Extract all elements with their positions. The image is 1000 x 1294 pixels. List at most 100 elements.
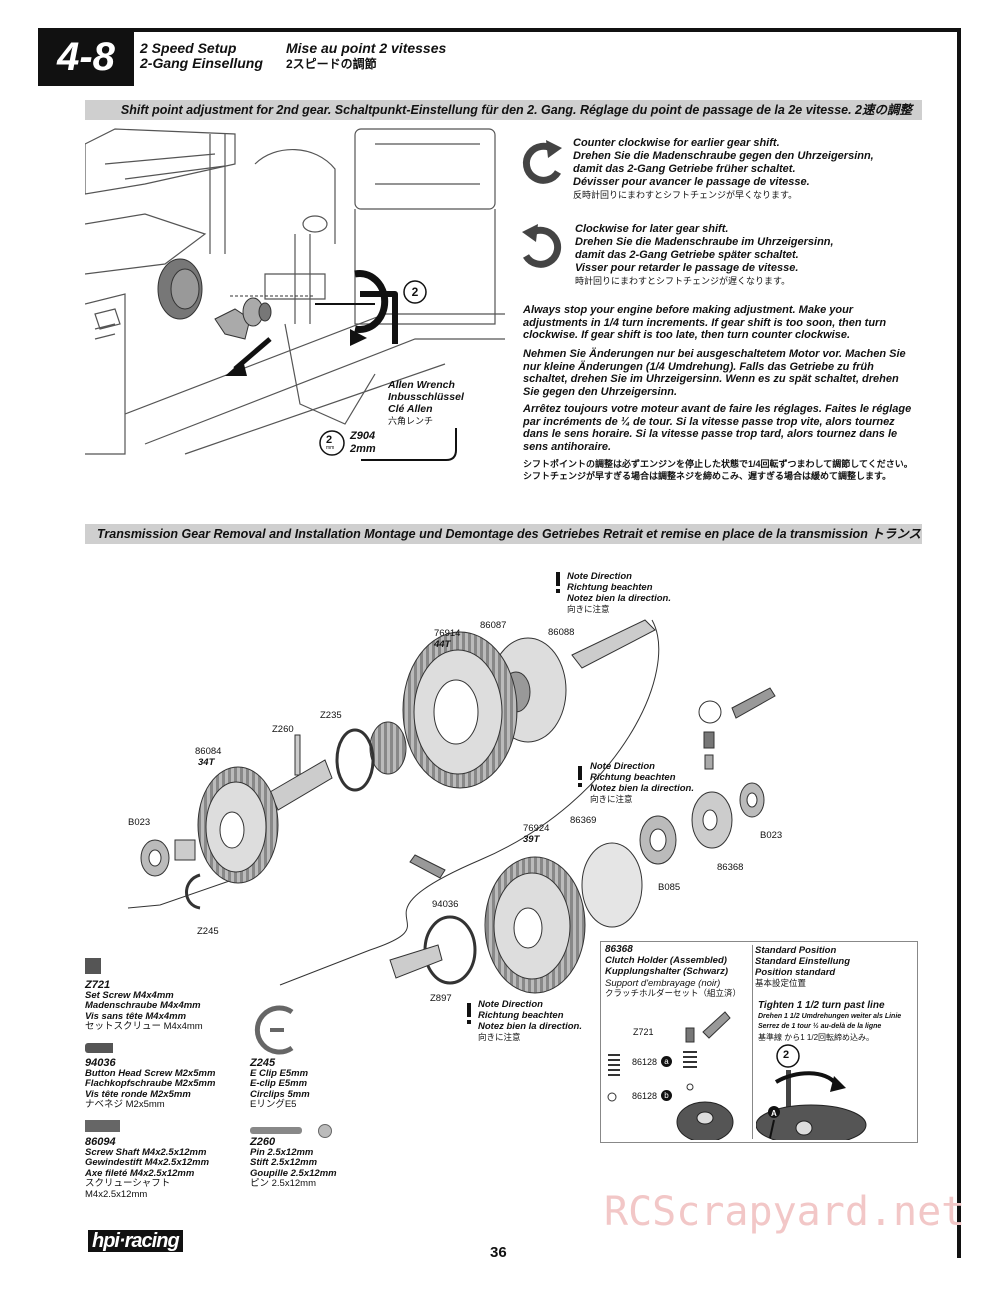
standard-de: Standard Einstellung (755, 956, 851, 967)
note-3-de: Richtung beachten (478, 1010, 564, 1021)
clutch-de: Kupplungshalter (Schwarz) (605, 966, 728, 977)
part-86087: 86087 (480, 620, 507, 631)
part-z245: Z245 (197, 926, 219, 937)
key-code: Z260 (250, 1136, 276, 1148)
spring-a-tag: a (661, 1056, 672, 1067)
key-z245: Z245 E Clip E5mm E-clip E5mm Circlips 5m… (250, 1058, 370, 1111)
key-line-1: Pin 2.5x12mm (250, 1146, 314, 1158)
key-line-2: Stift 2.5x12mm (250, 1157, 318, 1168)
note-1-en: Note Direction (567, 571, 632, 582)
part-34t: 34T (198, 757, 215, 768)
clutch-detail-box (600, 941, 918, 1143)
clutch-assembly-drawing (607, 1011, 734, 1140)
clutch-en: Clutch Holder (Assembled) (605, 955, 727, 966)
clutch-code: 86368 (605, 944, 633, 955)
e-clip-icon (254, 1005, 294, 1055)
header-rule (38, 28, 960, 32)
key-line-4: ピン 2.5x12mm (250, 1178, 316, 1189)
page-number: 36 (490, 1244, 507, 1261)
instructions-en: Always stop your engine before making ad… (523, 304, 887, 342)
cw-jp: 時計回りにまわすとシフトチェンジが遅くなります。 (575, 276, 791, 286)
key-line-2: E-clip E5mm (250, 1078, 308, 1089)
right-rule (957, 28, 961, 1258)
part-39t: 39T (523, 834, 540, 845)
note-3-jp: 向きに注意 (478, 1032, 521, 1042)
part-86368: 86368 (717, 862, 744, 873)
wrench-badge-unit: mm (326, 445, 335, 451)
key-line-4: スクリューシャフト M4x2.5x12mm (85, 1178, 171, 1200)
part-b023-right: B023 (760, 830, 783, 841)
key-line-1: Button Head Screw M2x5mm (85, 1067, 216, 1079)
button-head-screw-icon (85, 1043, 113, 1053)
note-1-fr: Notez bien la direction. (567, 593, 671, 604)
part-76924: 76924 (523, 823, 550, 834)
ccw-jp: 反時計回りにまわすとシフトチェンジが早くなります。 (573, 190, 798, 200)
shift-adjust-illustration: 2 (85, 128, 505, 455)
key-line-1: E Clip E5mm (250, 1067, 309, 1079)
wrench-size: 2mm (350, 443, 376, 455)
note-2-en: Note Direction (590, 761, 655, 772)
key-line-4: EリングE5 (250, 1099, 297, 1110)
line-mark-a: A (771, 1109, 777, 1118)
tighten-en: Tighten 1 1/2 turn past line (758, 1000, 885, 1011)
cw-de-2: damit das 2-Gang Getriebe später schalte… (575, 249, 799, 261)
ccw-de-1: Drehen Sie die Madenschraube gegen den U… (573, 150, 874, 162)
detail-divider (752, 945, 753, 1139)
part-b023-left: B023 (128, 817, 151, 828)
clockwise-icon (522, 224, 562, 268)
cw-de-1: Drehen Sie die Madenschraube im Uhrzeige… (575, 236, 834, 248)
key-line-3: Circlips 5mm (250, 1088, 310, 1100)
standard-position-drawing (756, 1044, 867, 1140)
key-94036: 94036 Button Head Screw M2x5mm Flachkopf… (85, 1058, 225, 1111)
key-line-3: Goupille 2.5x12mm (250, 1167, 337, 1179)
key-line-2: Gewindestift M4x2.5x12mm (85, 1157, 210, 1168)
set-screw-icon (85, 958, 101, 974)
key-86094: 86094 Screw Shaft M4x2.5x12mm Gewindesti… (85, 1137, 235, 1200)
title-de: 2-Gang Einsellung (140, 55, 263, 71)
counter-clockwise-icon (522, 140, 562, 184)
standard-jp: 基本設定位置 (755, 978, 807, 988)
key-line-4: ナベネジ M2x5mm (85, 1099, 165, 1110)
instructions-fr: Arrêtez toujours votre moteur avant de f… (523, 403, 912, 453)
standard-badge: 2 (783, 1049, 790, 1061)
key-code: 86094 (85, 1136, 116, 1148)
part-86088: 86088 (548, 627, 575, 638)
key-code: Z721 (85, 979, 111, 991)
title-en: 2 Speed Setup (140, 40, 237, 56)
key-z721: Z721 Set Screw M4x4mm Madenschraube M4x4… (85, 980, 225, 1033)
key-z260: Z260 Pin 2.5x12mm Stift 2.5x12mm Goupill… (250, 1137, 370, 1190)
step-number: 4-8 (38, 28, 134, 86)
note-3-en: Note Direction (478, 999, 543, 1010)
illus-badge-2mm: 2 (412, 285, 419, 299)
watermark: RCScrapyard.net (604, 1189, 966, 1235)
ccw-fr: Dévisser pour avancer le passage de vite… (573, 176, 810, 188)
note-1-de: Richtung beachten (567, 582, 653, 593)
key-code: Z245 (250, 1057, 276, 1069)
key-line-3: Axe fileté M4x2.5x12mm (85, 1167, 195, 1179)
section-band-transmission: Transmission Gear Removal and Installati… (85, 524, 922, 544)
part-z260: Z260 (272, 724, 294, 735)
note-1-jp: 向きに注意 (567, 604, 610, 614)
part-76914: 76914 (434, 628, 461, 639)
ccw-en: Counter clockwise for earlier gear shift… (573, 137, 780, 149)
tighten-fr: Serrez de 1 tour ½ au-delà de la ligne (758, 1023, 882, 1030)
clutch-86128a: 86128 (632, 1057, 658, 1067)
tighten-jp: 基準線 から1 1/2回転締め込み。 (758, 1033, 875, 1042)
standard-en: Standard Position (755, 945, 837, 956)
cw-fr: Visser pour retarder le passage de vites… (575, 262, 799, 274)
key-line-4: セットスクリュー M4x4mm (85, 1021, 203, 1032)
wrench-code: Z904 (350, 430, 376, 442)
spring-b-tag: b (661, 1090, 672, 1101)
wrench-badge-size: 2 (326, 434, 333, 446)
wrench-label-fr: Clé Allen (388, 403, 433, 415)
title-jp: 2スピードの調節 (286, 57, 377, 71)
key-line-3: Vis sans tête M4x4mm (85, 1010, 187, 1022)
part-86369: 86369 (570, 815, 597, 826)
title-fr: Mise au point 2 vitesses (286, 40, 447, 56)
part-94036: 94036 (432, 899, 459, 910)
key-line-2: Flachkopfschraube M2x5mm (85, 1078, 216, 1089)
key-line-3: Vis tête ronde M2x5mm (85, 1088, 191, 1100)
hpi-racing-logo: hpi·racing (88, 1230, 183, 1252)
cw-en: Clockwise for later gear shift. (575, 223, 729, 235)
tighten-de: Drehen 1 1/2 Umdrehungen weiter als Lini… (758, 1013, 902, 1020)
